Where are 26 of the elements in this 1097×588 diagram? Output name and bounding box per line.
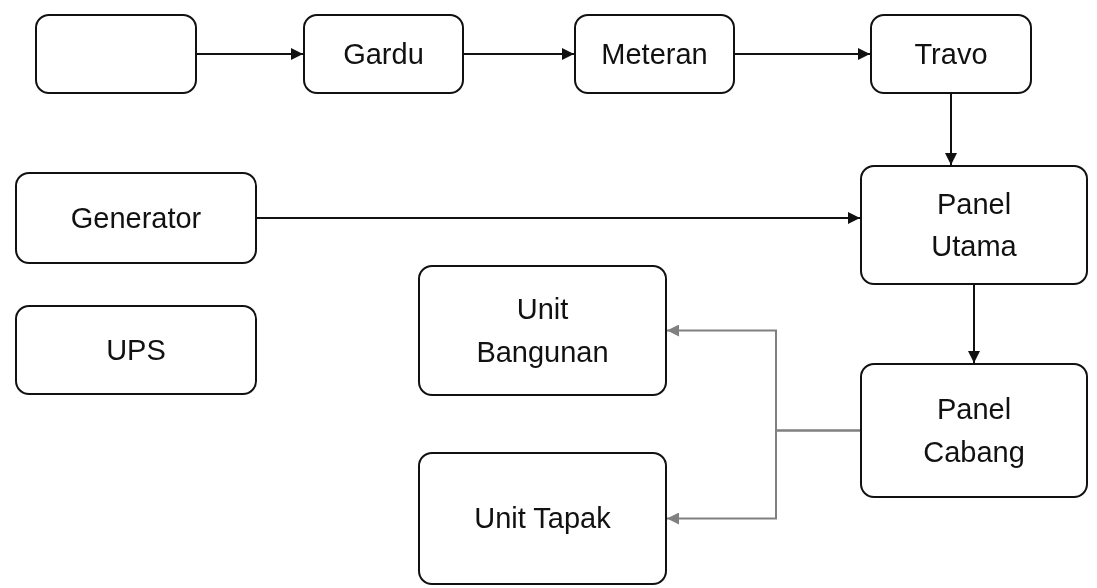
arrow — [196, 48, 304, 60]
node-label: Panel Cabang — [922, 392, 1026, 470]
box-shape — [35, 14, 197, 94]
arrow — [734, 48, 871, 60]
process-box — [860, 363, 1088, 498]
process-box — [870, 14, 1032, 94]
process-box — [574, 14, 735, 94]
process-box — [418, 452, 667, 585]
process-box — [860, 165, 1088, 285]
node-label: Gardu — [343, 36, 424, 72]
node-label: Generator — [70, 200, 202, 236]
process-box — [303, 14, 464, 94]
arrow — [968, 284, 980, 364]
node-label: Panel Utama — [930, 186, 1018, 264]
process-box — [15, 305, 257, 395]
arrow — [463, 48, 575, 60]
process-box — [15, 172, 257, 264]
node-label: Unit Tapak — [474, 501, 611, 537]
arrow — [666, 429, 861, 525]
node-label: Travo — [914, 36, 988, 72]
process-box — [418, 265, 667, 396]
node-label: Unit Bangunan — [475, 292, 610, 370]
arrow — [945, 93, 957, 166]
node-label: Meteran — [601, 36, 708, 72]
arrow — [256, 212, 861, 224]
node-label: UPS — [106, 332, 166, 368]
